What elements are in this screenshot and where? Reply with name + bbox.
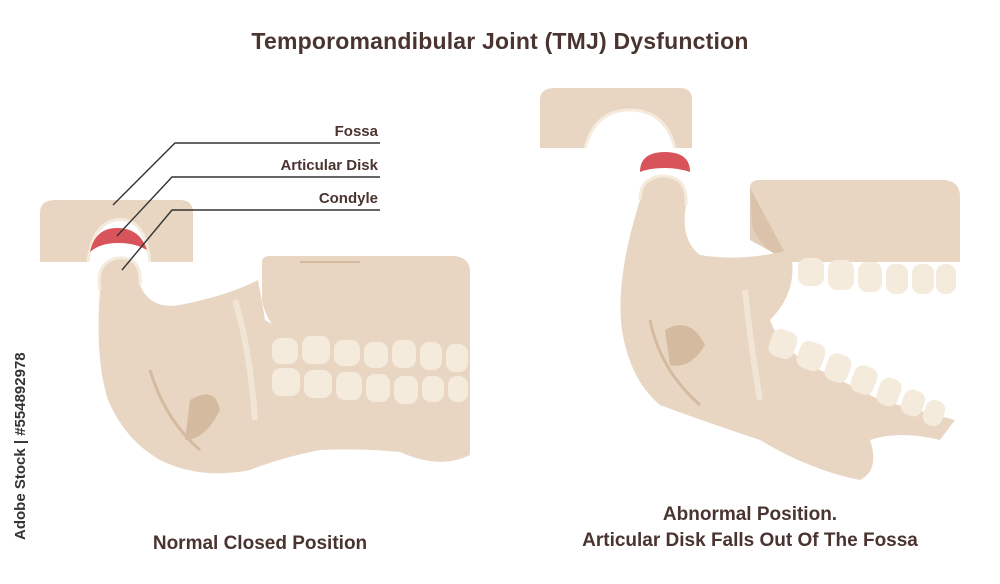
label-leader-lines xyxy=(112,142,380,271)
stock-watermark-text: Adobe Stock | #554892978 xyxy=(12,352,29,540)
caption-abnormal-line2: Articular Disk Falls Out Of The Fossa xyxy=(582,530,918,551)
caption-abnormal-line1: Abnormal Position. xyxy=(662,504,838,525)
disk-leader-line xyxy=(116,176,380,237)
abnormal-maxilla xyxy=(750,180,960,262)
fossa-leader-line xyxy=(112,142,380,206)
label-fossa: Fossa xyxy=(334,123,378,140)
abnormal-articular-disk xyxy=(640,152,690,172)
normal-maxilla xyxy=(262,256,470,340)
abnormal-upper-teeth xyxy=(798,258,956,294)
caption-normal-text: Normal Closed Position xyxy=(152,533,368,554)
normal-jaw-illustration xyxy=(40,200,470,474)
normal-articular-disk xyxy=(90,228,147,252)
caption-abnormal: Abnormal Position. Articular Disk Falls … xyxy=(540,502,960,554)
normal-fossa-bone xyxy=(40,200,193,262)
abnormal-fossa-bone xyxy=(540,88,692,148)
caption-normal: Normal Closed Position xyxy=(60,531,460,557)
label-condyle: Condyle xyxy=(318,190,378,207)
label-articular-disk: Articular Disk xyxy=(280,157,378,174)
condyle-leader-line xyxy=(121,209,380,271)
stock-watermark: Adobe Stock | #554892978 xyxy=(10,340,30,540)
abnormal-mandible xyxy=(620,176,955,480)
normal-lower-teeth xyxy=(272,368,468,404)
abnormal-lower-teeth xyxy=(768,328,946,427)
normal-upper-teeth xyxy=(272,336,468,372)
abnormal-jaw-illustration xyxy=(540,88,960,480)
diagram-title: Temporomandibular Joint (TMJ) Dysfunctio… xyxy=(251,28,749,54)
